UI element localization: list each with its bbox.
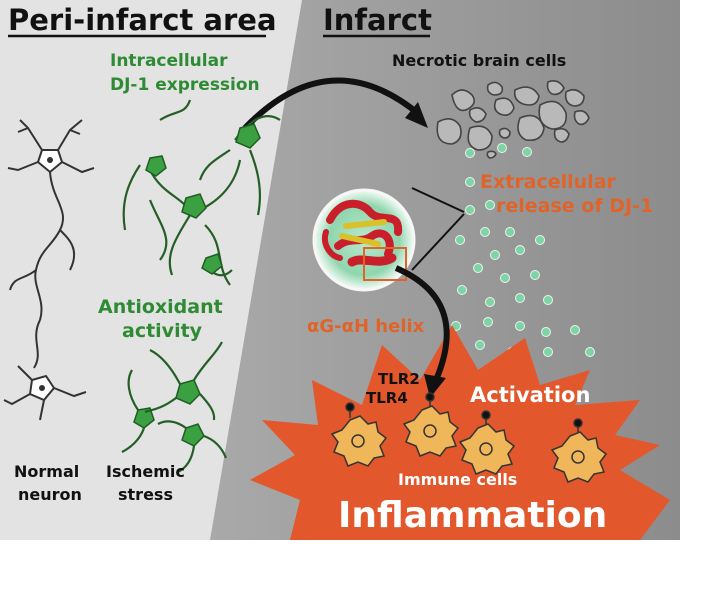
ischemic-stress-label-line2: stress bbox=[118, 485, 173, 504]
normal-neuron-label-line2: neuron bbox=[18, 485, 82, 504]
release-arrow bbox=[242, 77, 422, 131]
ischemic-neurons-top bbox=[122, 99, 281, 286]
activation-label: Activation bbox=[470, 383, 590, 407]
inflammation-burst bbox=[250, 325, 670, 540]
immune-cell bbox=[330, 402, 388, 467]
tlr4-label: TLR4 bbox=[366, 389, 408, 407]
ischemic-stress-label-line1: Ischemic bbox=[106, 462, 185, 481]
immune-cells-label: Immune cells bbox=[398, 470, 517, 489]
ischemic-cell-bodies bbox=[133, 123, 261, 447]
infarct-heading: Infarct bbox=[323, 3, 432, 37]
necrotic-cells-label: Necrotic brain cells bbox=[392, 51, 566, 70]
intracellular-label-line1: Intracellular bbox=[110, 51, 228, 71]
ischemic-neurons-bottom bbox=[121, 341, 228, 473]
immune-cells bbox=[330, 392, 608, 483]
normal-neuron-bottom bbox=[3, 269, 87, 421]
peri-infarct-heading: Peri-infarct area bbox=[8, 3, 277, 37]
tlr2-label: TLR2 bbox=[378, 370, 420, 388]
immune-cell bbox=[550, 418, 608, 483]
antioxidant-label-line2: activity bbox=[122, 320, 203, 342]
extracellular-label-line2: release of DJ-1 bbox=[496, 195, 653, 217]
dj1-dots bbox=[451, 143, 595, 357]
binding-arrow-head bbox=[424, 374, 446, 398]
necrotic-cells-cluster bbox=[436, 80, 590, 159]
extracellular-label-line1: Extracellular bbox=[480, 171, 617, 193]
immune-cell bbox=[402, 392, 460, 457]
inflammation-label: Inflammation bbox=[338, 495, 607, 536]
binding-arrow bbox=[394, 265, 450, 382]
normal-neuron-top bbox=[7, 119, 95, 321]
release-arrow-head bbox=[405, 102, 428, 128]
immune-cell bbox=[458, 410, 516, 475]
intracellular-label-line2: DJ-1 expression bbox=[110, 75, 260, 95]
normal-neuron-label-line1: Normal bbox=[14, 462, 79, 481]
zoom-line-bottom bbox=[411, 213, 465, 271]
dj1-protein-structure bbox=[312, 188, 416, 292]
helix-label: αG-αH helix bbox=[307, 316, 425, 337]
antioxidant-label-line1: Antioxidant bbox=[98, 296, 223, 318]
zoom-line-top bbox=[411, 187, 465, 213]
